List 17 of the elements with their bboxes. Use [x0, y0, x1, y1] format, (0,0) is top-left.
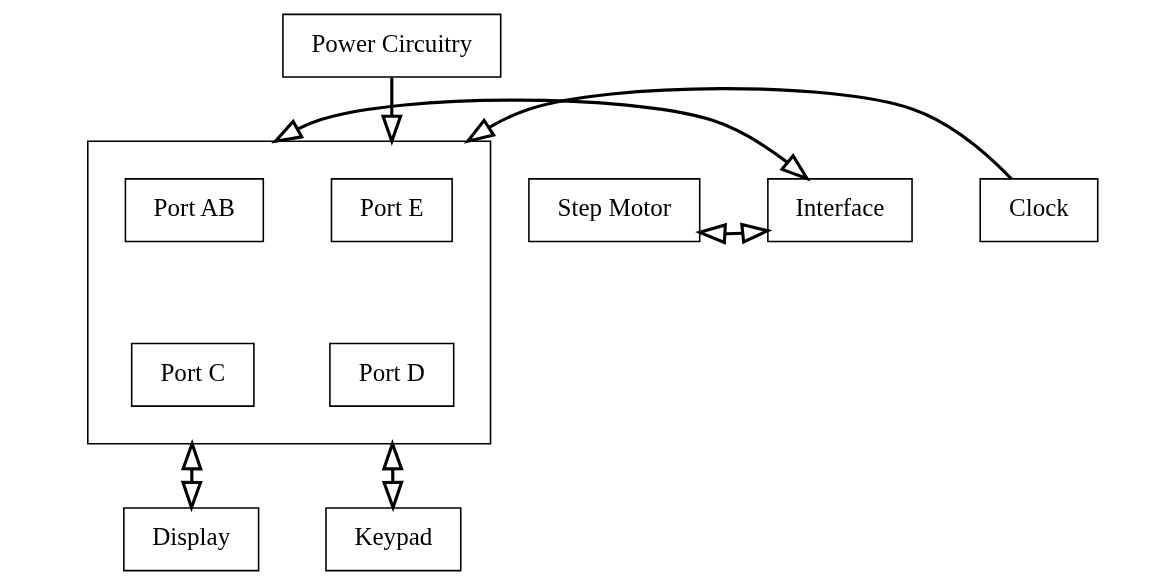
arrow	[380, 77, 403, 147]
node-box: Port D	[328, 342, 454, 407]
node-box: Port C	[130, 342, 255, 407]
node-box: Clock	[978, 178, 1098, 243]
arrow	[180, 438, 203, 513]
node-box: Interface	[766, 178, 913, 243]
cluster	[86, 140, 491, 445]
node-box: Step Motor	[527, 178, 700, 243]
node-box: Keypad	[324, 507, 462, 572]
node-box: Port AB	[124, 178, 264, 243]
node-box: Port E	[330, 178, 453, 243]
arrow	[270, 98, 811, 182]
arrow	[463, 87, 1013, 180]
node-box: Power Circuitry	[281, 13, 501, 78]
arrow	[381, 438, 404, 513]
arrow	[694, 222, 772, 245]
node-box: Display	[122, 507, 259, 572]
